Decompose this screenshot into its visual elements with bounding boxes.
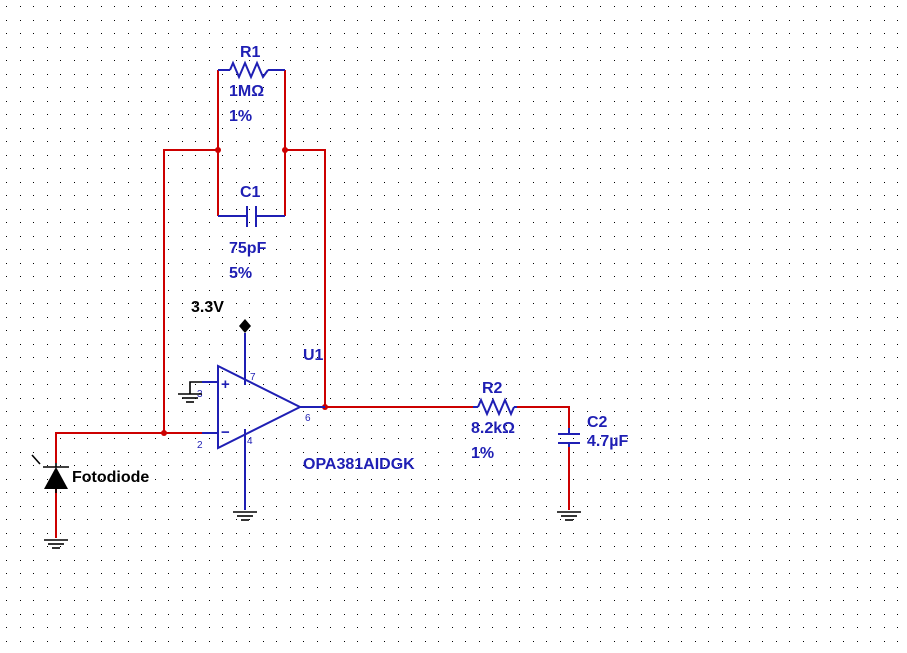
pin-number-4: 4 <box>247 436 253 447</box>
junction-dot <box>282 147 288 153</box>
r2-c2-wire <box>517 406 570 428</box>
vcc-supply-symbol[interactable] <box>239 319 251 385</box>
pin-number-6: 6 <box>305 413 311 424</box>
photodiode-label: Fotodiode <box>72 469 149 486</box>
feedback-wire-left <box>163 149 218 433</box>
capacitor-c2[interactable] <box>558 428 580 447</box>
c1-value-label: 75pF <box>229 240 267 257</box>
pin-number-2: 2 <box>197 440 203 451</box>
feedback-wire-right <box>285 149 326 407</box>
c1-ref-label: C1 <box>240 184 261 201</box>
capacitor-c1[interactable] <box>218 206 285 227</box>
resistor-r2[interactable] <box>473 397 517 417</box>
opamp-u1[interactable] <box>202 364 325 510</box>
ground-symbol <box>557 511 581 521</box>
junction-dot <box>215 147 221 153</box>
resistor-r1[interactable] <box>218 60 285 80</box>
r2-value-label: 8.2kΩ <box>471 420 515 437</box>
photodiode-wire <box>55 432 164 463</box>
junction-dot <box>161 430 167 436</box>
r2-ref-label: R2 <box>482 380 503 397</box>
supply-label: 3.3V <box>191 299 224 316</box>
opamp-plus-sign: + <box>221 376 230 393</box>
r1-tolerance-label: 1% <box>229 108 252 125</box>
u1-part-label: OPA381AIDGK <box>303 456 415 473</box>
photodiode-d1[interactable] <box>43 463 69 493</box>
ground-symbol <box>44 539 68 549</box>
pin-number-7: 7 <box>250 372 256 383</box>
r2-tolerance-label: 1% <box>471 445 494 462</box>
c2-ref-label: C2 <box>587 414 608 431</box>
opamp-minus-sign: − <box>221 424 230 441</box>
light-arrow-icon <box>31 454 41 465</box>
r1-ref-label: R1 <box>240 44 261 61</box>
u1-ref-label: U1 <box>303 347 324 364</box>
c1-tolerance-label: 5% <box>229 265 252 282</box>
wires <box>55 70 570 538</box>
grid-dots <box>6 6 898 642</box>
r1-value-label: 1MΩ <box>229 83 264 100</box>
ground-symbol <box>233 511 257 521</box>
ground-symbol <box>178 381 202 403</box>
c2-value-label: 4.7µF <box>587 433 628 450</box>
